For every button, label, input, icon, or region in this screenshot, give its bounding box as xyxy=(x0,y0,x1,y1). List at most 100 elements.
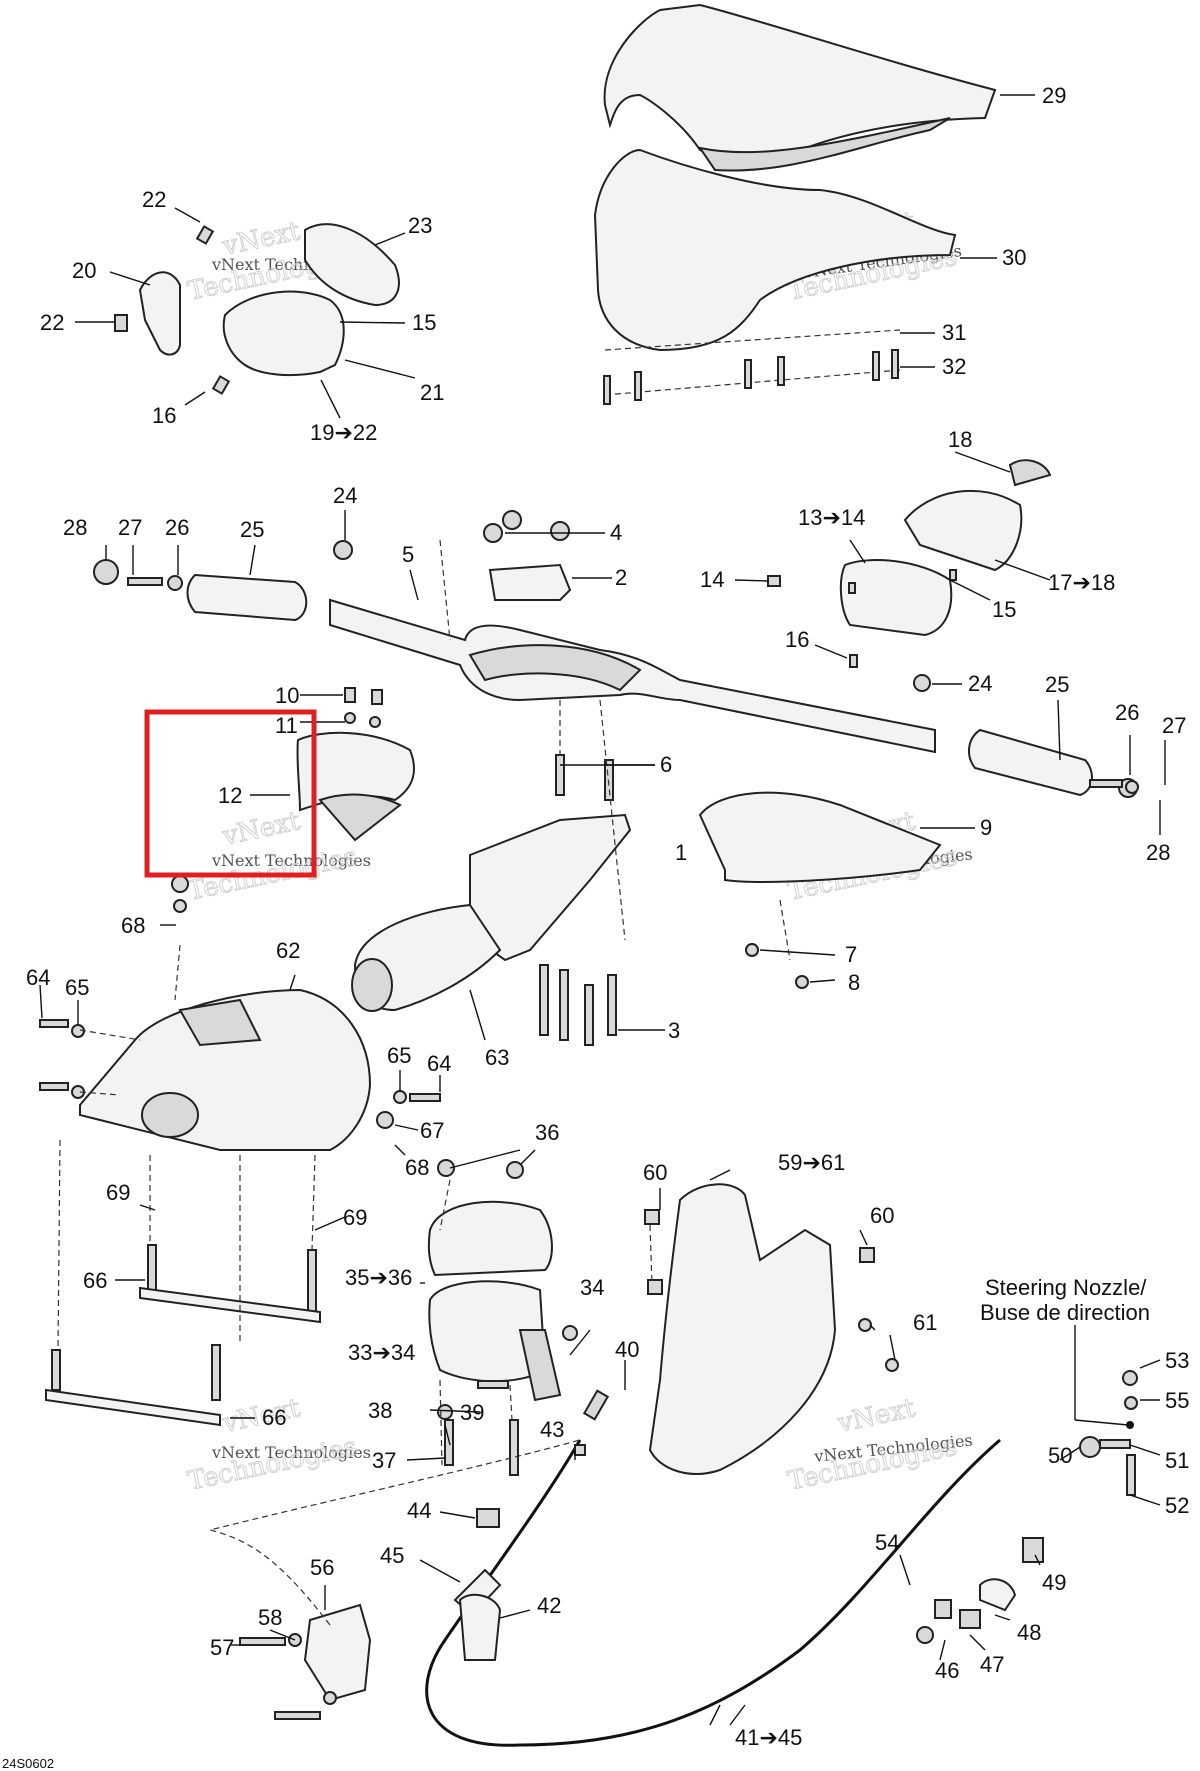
callout-68-lower: 68 xyxy=(405,1155,429,1180)
callout-64-right: 64 xyxy=(427,1051,451,1076)
callout-26-right: 26 xyxy=(1115,700,1139,725)
callout-2: 2 xyxy=(615,565,627,590)
callout-63: 63 xyxy=(485,1045,509,1070)
callout-24-left: 24 xyxy=(333,483,357,508)
housing-62 xyxy=(79,988,372,1151)
callout-38: 38 xyxy=(368,1398,392,1423)
callout-22-side: 22 xyxy=(40,310,64,335)
callout-23: 23 xyxy=(408,213,432,238)
callout-22-top: 22 xyxy=(142,187,166,212)
callout-65-left: 65 xyxy=(65,975,89,1000)
callout-8: 8 xyxy=(848,970,860,995)
shroud-part-11-12 xyxy=(296,687,415,842)
callout-28-right: 28 xyxy=(1146,840,1170,865)
callout-32: 32 xyxy=(942,354,966,379)
callout-5: 5 xyxy=(402,542,414,567)
callout-24-right: 24 xyxy=(968,671,992,696)
callout-55: 55 xyxy=(1165,1388,1189,1413)
callout-12: 12 xyxy=(218,783,242,808)
callout-62: 62 xyxy=(276,938,300,963)
callout-61: 61 xyxy=(913,1310,937,1335)
callout-46: 46 xyxy=(935,1658,959,1683)
callout-67: 67 xyxy=(420,1118,444,1143)
callout-54: 54 xyxy=(875,1530,899,1555)
clamp-33-36 xyxy=(427,1159,578,1476)
callout-57: 57 xyxy=(210,1635,234,1660)
callout-labels: 29 30 31 32 22 23 20 22 15 21 16 19➔22 2… xyxy=(2,83,1189,1771)
callout-58: 58 xyxy=(258,1605,282,1630)
callout-1: 1 xyxy=(675,840,687,865)
callout-21: 21 xyxy=(420,380,444,405)
svg-text:vNext: vNext xyxy=(834,1393,918,1439)
steering-cable xyxy=(425,1389,1001,1747)
callout-31: 31 xyxy=(942,320,966,345)
drawing-code: 24S0602 xyxy=(2,1756,54,1771)
bracket-66-upper xyxy=(139,1244,321,1324)
callout-40: 40 xyxy=(615,1337,639,1362)
callout-59-61: 59➔61 xyxy=(778,1150,845,1175)
callout-30: 30 xyxy=(1002,245,1026,270)
callout-36: 36 xyxy=(535,1120,559,1145)
leader-lines xyxy=(39,94,1166,1726)
highlight-box-part-12 xyxy=(144,709,317,878)
callout-17-18: 17➔18 xyxy=(1048,570,1115,595)
callout-52: 52 xyxy=(1165,1493,1189,1518)
callout-13-14: 13➔14 xyxy=(798,505,865,530)
cover-9 xyxy=(698,791,942,989)
steering-cover-lower xyxy=(593,148,957,396)
callout-9: 9 xyxy=(980,815,992,840)
steering-nozzle-note-en: Steering Nozzle/ xyxy=(985,1275,1147,1300)
callout-56: 56 xyxy=(310,1555,334,1580)
handlebar xyxy=(329,598,936,754)
bolts-3 xyxy=(539,964,617,1046)
callout-45: 45 xyxy=(380,1543,404,1568)
callout-60-right: 60 xyxy=(870,1203,894,1228)
callout-15-left: 15 xyxy=(412,310,436,335)
callout-25-right: 25 xyxy=(1045,672,1069,697)
callout-20: 20 xyxy=(72,258,96,283)
callout-44: 44 xyxy=(407,1498,431,1523)
callout-35-36: 35➔36 xyxy=(345,1265,412,1290)
callout-19-22: 19➔22 xyxy=(310,420,377,445)
callout-65-right: 65 xyxy=(387,1043,411,1068)
callout-42: 42 xyxy=(537,1593,561,1618)
callout-25-left: 25 xyxy=(240,517,264,542)
steering-cover-upper xyxy=(603,3,997,172)
callout-14: 14 xyxy=(700,567,724,592)
callout-34: 34 xyxy=(580,1275,604,1300)
callout-60-left: 60 xyxy=(643,1160,667,1185)
callout-41-45: 41➔45 xyxy=(735,1725,802,1750)
assembly-lines xyxy=(57,539,791,1626)
callout-69-right: 69 xyxy=(343,1205,367,1230)
svg-text:vNext Technologies: vNext Technologies xyxy=(211,1443,371,1462)
svg-text:vNext: vNext xyxy=(219,806,303,852)
callout-18: 18 xyxy=(948,427,972,452)
callout-51: 51 xyxy=(1165,1448,1189,1473)
grip-right xyxy=(913,674,1139,798)
callout-27-right: 27 xyxy=(1162,713,1186,738)
screws-31-32 xyxy=(603,349,899,405)
callout-43: 43 xyxy=(540,1417,564,1442)
callout-15-right: 15 xyxy=(992,597,1016,622)
callout-3: 3 xyxy=(668,1018,680,1043)
callout-66-lower: 66 xyxy=(262,1405,286,1430)
callout-53: 53 xyxy=(1165,1348,1189,1373)
nozzle-linkage xyxy=(916,1370,1138,1644)
callout-11: 11 xyxy=(275,713,298,738)
bracket-66-lower xyxy=(45,1344,221,1427)
svg-text:vNext Technologies: vNext Technologies xyxy=(211,851,371,870)
steering-nozzle-note-fr: Buse de direction xyxy=(980,1300,1150,1325)
grip-left xyxy=(93,540,353,622)
switch-housing-left xyxy=(114,223,400,395)
callout-33-34: 33➔34 xyxy=(348,1340,415,1365)
callout-37: 37 xyxy=(372,1448,396,1473)
watermark-bottom-right: vNext vNext Technologies Technologies xyxy=(785,1393,974,1498)
callout-6: 6 xyxy=(660,752,672,777)
callout-66-top: 66 xyxy=(83,1268,107,1293)
callout-16-right: 16 xyxy=(785,627,809,652)
callout-10: 10 xyxy=(275,683,299,708)
switch-housing-right xyxy=(767,459,1052,668)
callout-69-left: 69 xyxy=(106,1180,130,1205)
mount-59-61 xyxy=(644,1183,899,1475)
